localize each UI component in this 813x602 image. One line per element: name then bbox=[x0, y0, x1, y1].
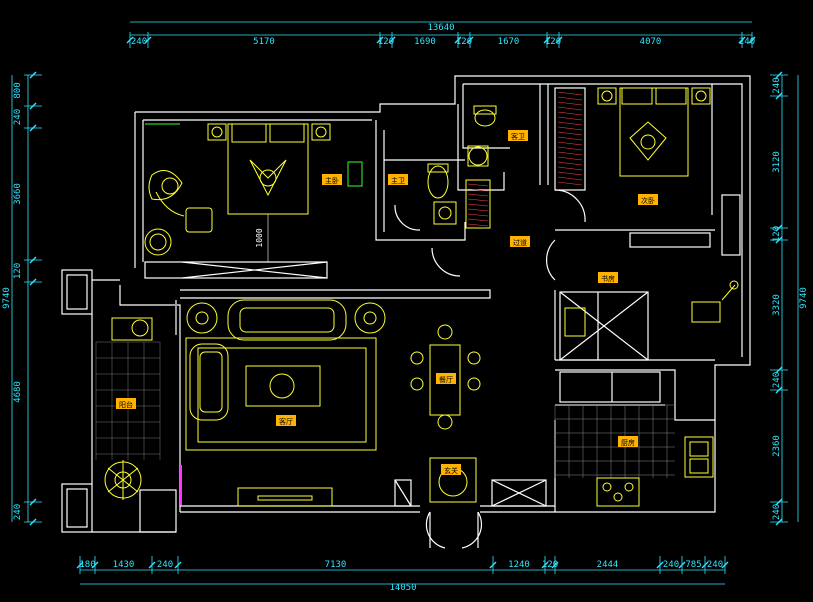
room-label-study: 书房 bbox=[598, 272, 618, 283]
bottom-total-dimension: 14050 bbox=[389, 583, 416, 593]
room-label-dining-room: 餐厅 bbox=[436, 373, 456, 384]
master-bed bbox=[227, 123, 309, 215]
tv-cabinet bbox=[237, 487, 333, 507]
right-dim-5: 2360 bbox=[772, 435, 782, 457]
left-dim-3: 120 bbox=[13, 263, 23, 279]
top-segment-dimensions: 240 5170 120 1690 120 1670 120 4070 240 bbox=[131, 37, 755, 47]
stove bbox=[596, 477, 640, 507]
right-total-dimension: 9740 bbox=[799, 287, 809, 309]
room-label-master-bath: 主卫 bbox=[388, 174, 408, 185]
bottom-dim-8: 785 bbox=[685, 560, 701, 570]
svg-text:次卧: 次卧 bbox=[641, 196, 655, 205]
svg-text:阳台: 阳台 bbox=[119, 400, 133, 409]
top-dim-2: 120 bbox=[378, 37, 394, 47]
bottom-segment-dimensions: 180 1430 240 7130 1240 120 2444 240 785 240 bbox=[79, 560, 723, 570]
room-label-guest-bath: 客卫 bbox=[508, 130, 528, 141]
right-dim-3: 3320 bbox=[772, 294, 782, 316]
left-dimension-group bbox=[11, 71, 42, 526]
right-dim-0: 240 bbox=[772, 77, 782, 93]
left-total-dimension: 9740 bbox=[2, 287, 12, 309]
kitchen-floor-grid bbox=[554, 404, 675, 478]
top-dim-6: 120 bbox=[545, 37, 561, 47]
furniture bbox=[104, 87, 739, 507]
left-dim-2: 3660 bbox=[13, 183, 23, 205]
rug bbox=[185, 337, 377, 451]
right-dim-2: 120 bbox=[772, 226, 782, 242]
room-label-kitchen: 厨房 bbox=[618, 436, 638, 447]
left-segment-dimensions: 800 240 3660 120 4680 240 bbox=[13, 82, 23, 520]
bottom-dim-3: 7130 bbox=[325, 560, 347, 570]
bottom-dim-2: 240 bbox=[157, 560, 173, 570]
svg-text:餐厅: 餐厅 bbox=[439, 375, 453, 384]
right-segment-dimensions: 240 3120 120 3320 240 2360 240 bbox=[772, 77, 782, 520]
top-dim-7: 4070 bbox=[640, 37, 662, 47]
nightstand-left bbox=[207, 123, 227, 141]
sofa bbox=[227, 299, 347, 341]
right-dim-1: 3120 bbox=[772, 151, 782, 173]
accents bbox=[145, 123, 363, 505]
room-label-entrance: 玄关 bbox=[441, 464, 461, 475]
nightstand-right bbox=[311, 123, 331, 141]
room-labels: 主卧 主卫 客卫 次卧 过道 书房 阳台 客厅 餐厅 厨房 玄关 bbox=[116, 130, 658, 475]
bottom-dim-6: 2444 bbox=[597, 560, 619, 570]
svg-text:主卧: 主卧 bbox=[325, 176, 339, 185]
top-dim-0: 240 bbox=[131, 37, 147, 47]
right-dim-4: 240 bbox=[772, 372, 782, 388]
balcony-floor-grid bbox=[95, 341, 161, 460]
room-label-master-bedroom: 主卧 bbox=[322, 174, 342, 185]
top-total-dimension: 13640 bbox=[427, 23, 454, 33]
top-dim-3: 1690 bbox=[414, 37, 436, 47]
room-label-corridor: 过道 bbox=[510, 236, 530, 247]
left-dim-0: 800 bbox=[13, 82, 23, 98]
top-dim-4: 120 bbox=[456, 37, 472, 47]
svg-text:玄关: 玄关 bbox=[444, 466, 458, 475]
bottom-dimension-group bbox=[76, 556, 729, 585]
room-label-living-room: 客厅 bbox=[276, 415, 296, 426]
svg-text:过道: 过道 bbox=[513, 238, 527, 247]
top-dim-8: 240 bbox=[739, 37, 755, 47]
svg-text:厨房: 厨房 bbox=[621, 438, 635, 447]
side-sofa bbox=[189, 343, 229, 421]
room-label-second-bedroom: 次卧 bbox=[638, 194, 658, 205]
svg-text:主卫: 主卫 bbox=[391, 176, 405, 185]
top-dim-5: 1670 bbox=[498, 37, 520, 47]
left-dim-5: 240 bbox=[13, 504, 23, 520]
second-bed bbox=[619, 87, 689, 177]
potted-plant-icon bbox=[104, 460, 142, 500]
bottom-dim-1: 1430 bbox=[113, 560, 135, 570]
bottom-dim-0: 180 bbox=[79, 560, 95, 570]
left-dim-4: 4680 bbox=[13, 381, 23, 403]
wardrobe bbox=[467, 91, 583, 227]
room-label-balcony: 阳台 bbox=[116, 398, 136, 409]
door-width-dimension: 1000 bbox=[255, 228, 264, 247]
side-table bbox=[185, 207, 213, 233]
bottom-dim-7: 240 bbox=[663, 560, 679, 570]
coffee-table bbox=[245, 365, 321, 407]
walls bbox=[61, 75, 751, 549]
right-dim-6: 240 bbox=[772, 504, 782, 520]
svg-text:客厅: 客厅 bbox=[279, 417, 293, 426]
top-dim-1: 5170 bbox=[253, 37, 275, 47]
bottom-dim-5: 120 bbox=[542, 560, 558, 570]
bottom-dim-9: 240 bbox=[707, 560, 723, 570]
bottom-dim-4: 1240 bbox=[508, 560, 530, 570]
svg-text:客卫: 客卫 bbox=[511, 132, 525, 141]
left-dim-1: 240 bbox=[13, 109, 23, 125]
svg-text:书房: 书房 bbox=[601, 274, 615, 283]
right-dimension-group bbox=[770, 71, 799, 526]
top-dimension-group bbox=[126, 21, 756, 48]
armchair bbox=[148, 170, 183, 201]
